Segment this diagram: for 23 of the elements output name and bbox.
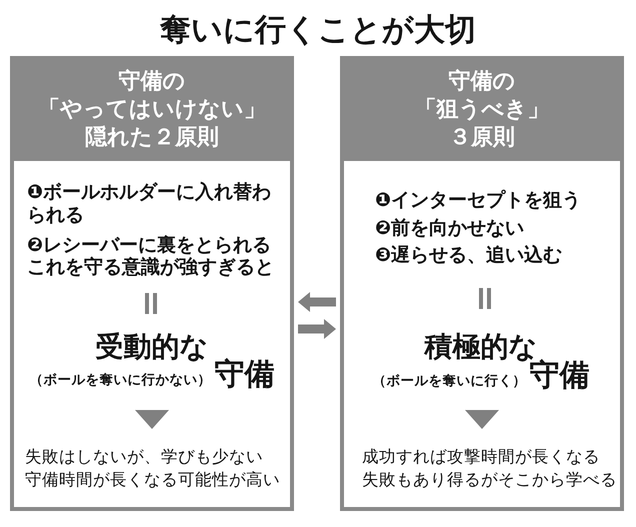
conclusion-text: 積極的な <box>424 333 538 361</box>
list-item: ❷前を向かせない <box>375 217 524 239</box>
result-text: 守備時間が長くなる可能性が高い <box>25 470 280 490</box>
note-text: （ボールを奪いに行かない） <box>30 371 212 389</box>
panel-header: 守備の「やってはいけない」隠れた２原則 <box>14 60 290 161</box>
body-text: これを守る意識が強すぎると <box>27 256 274 278</box>
conclusion-text: 受動的な <box>96 333 208 361</box>
list-item: ❷レシーバーに裏をとられる <box>27 234 272 256</box>
panel <box>340 56 624 511</box>
conclusion-text: 守備 <box>530 361 590 391</box>
panel <box>10 56 294 511</box>
result-text: 成功すれば攻撃時間が長くなる <box>362 447 600 467</box>
list-item: ❶ボールホルダーに入れ替わられる <box>27 180 272 226</box>
result-text: 失敗もあり得るがそこから学べる <box>362 470 617 490</box>
list-item: ❶インターセプトを狙う <box>375 189 582 211</box>
panel-header: 守備の「狙うべき」３原則 <box>344 60 620 161</box>
list-item: ❸遅らせる、追い込む <box>375 244 562 266</box>
result-text: 失敗はしないが、学びも少ない <box>25 447 263 467</box>
arrow <box>298 292 336 312</box>
title: 奪いに行くことが大切 <box>160 12 476 48</box>
note-text: （ボールを奪いに行く） <box>372 372 526 390</box>
conclusion-text: 守備 <box>214 360 274 390</box>
arrow <box>298 319 336 339</box>
